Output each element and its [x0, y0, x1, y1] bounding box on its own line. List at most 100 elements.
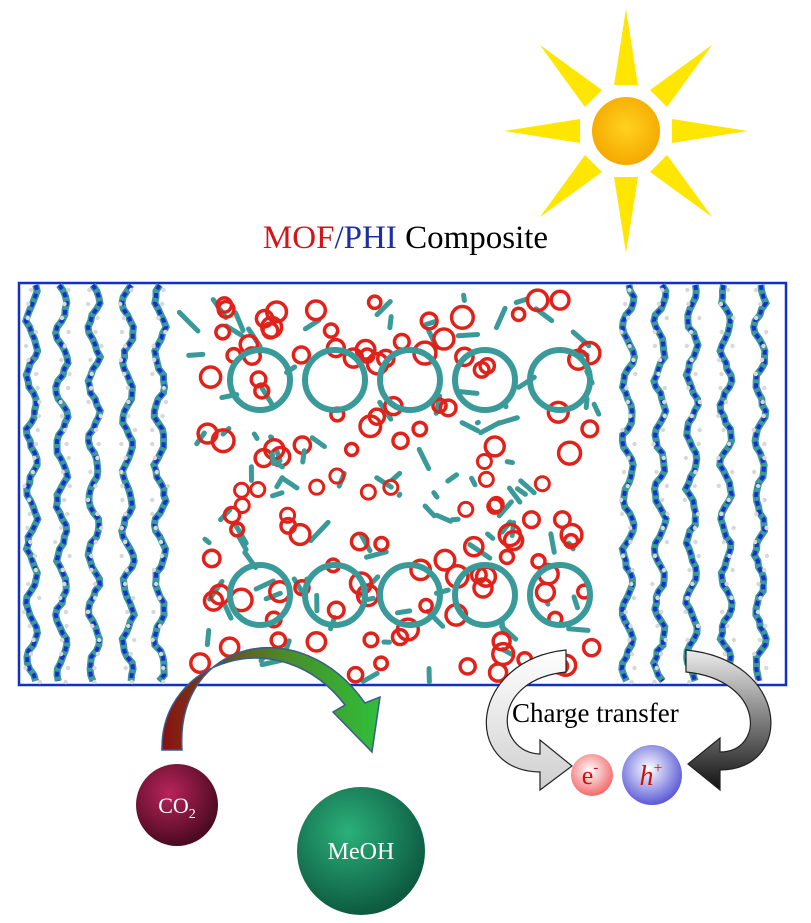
mof-node-ring [525, 288, 550, 313]
hole-label: h+ [639, 760, 662, 792]
mof-node-ring [366, 294, 383, 311]
meoh-label: MeOH [328, 839, 395, 865]
hydrogen-atom [730, 567, 735, 573]
hydrogen-atom [725, 623, 730, 629]
hydrogen-atom [632, 441, 637, 447]
hydrogen-atom [87, 287, 92, 293]
mof-node-ring [546, 400, 570, 424]
phi-chain-nitrogen [619, 284, 637, 682]
charge-transfer-label: Charge transfer [512, 698, 679, 728]
hydrogen-atom [151, 609, 156, 615]
mof-node-ring [454, 346, 475, 368]
phi-chain-nitrogen [651, 283, 669, 683]
mof-node-ring [359, 483, 377, 501]
hydrogen-atom [93, 329, 98, 335]
mof-linker [204, 627, 212, 648]
mof-linker [274, 475, 285, 490]
hydrogen-atom [124, 567, 129, 573]
hydrogen-atom [754, 315, 759, 321]
hydrogen-atom [64, 623, 69, 629]
hydrogen-atom [627, 343, 632, 349]
electron-particle [571, 754, 613, 796]
mof-linker [390, 470, 403, 483]
hydrogen-atom [651, 441, 656, 447]
hydrogen-atom [763, 329, 769, 335]
electron-label: e- [582, 760, 599, 790]
hydrogen-atom [664, 483, 670, 489]
sun-ray [614, 177, 638, 253]
mof-pore [227, 347, 293, 413]
hydrogen-atom [150, 511, 155, 517]
hydrogen-atom [731, 315, 736, 321]
hydrogen-atom [753, 287, 759, 293]
hydrogen-atom [693, 371, 698, 377]
hydrogen-atom [661, 455, 666, 461]
hydrogen-atom [624, 385, 629, 391]
mof-node-ring [483, 435, 506, 458]
mof-node-ring [196, 422, 219, 445]
hydrogen-atom [719, 511, 724, 517]
mof-node-ring [346, 665, 365, 684]
mof-linker [496, 415, 520, 426]
sun-icon [504, 9, 748, 253]
hydrogen-atom [25, 315, 30, 321]
hydrogen-atom [85, 301, 91, 307]
mof-pore [302, 562, 368, 628]
hydrogen-atom [719, 329, 724, 335]
hydrogen-atom [88, 385, 94, 391]
hydrogen-atom [121, 315, 127, 321]
hydrogen-atom [63, 679, 68, 685]
hydrogen-atom [758, 595, 763, 601]
hydrogen-atom [130, 595, 136, 601]
mof-linker [387, 314, 394, 331]
hydrogen-atom [95, 511, 100, 517]
hydrogen-atom [665, 511, 670, 517]
hydrogen-atom [119, 441, 124, 447]
hydrogen-atom [159, 553, 164, 559]
hydrogen-atom [92, 595, 98, 601]
hydrogen-atom [58, 595, 63, 601]
mof-node-ring [293, 578, 311, 597]
mof-node-ring [475, 453, 493, 471]
hydrogen-atom [621, 469, 627, 475]
mof-linker [253, 578, 276, 592]
hydrogen-atom [67, 553, 72, 559]
mof-node-ring [521, 510, 542, 530]
hydrogen-atom [764, 525, 769, 531]
charge-arrow-left [485, 649, 573, 792]
hydrogen-atom [719, 609, 725, 615]
hydrogen-atom [32, 455, 37, 461]
hydrogen-atom [656, 301, 662, 307]
mof-node-ring [487, 495, 505, 513]
mof-linker [396, 491, 403, 498]
mof-node-ring [343, 441, 360, 458]
hydrogen-atom [85, 609, 91, 615]
hydrogen-atom [63, 427, 68, 433]
hydrogen-atom [756, 581, 761, 587]
mof-node-ring [348, 571, 374, 596]
mof-node-ring [373, 535, 390, 553]
hydrogen-atom [723, 399, 729, 405]
mof-linker [364, 549, 389, 560]
mof-node-ring [201, 548, 222, 569]
mof-linker [514, 486, 528, 497]
hydrogen-atom [123, 511, 128, 517]
hydrogen-atom [150, 637, 155, 643]
mof-linker [431, 490, 440, 500]
hydrogen-atom [33, 329, 39, 335]
mof-node-ring [533, 475, 551, 493]
hydrogen-atom [659, 609, 664, 615]
hydrogen-atom [26, 497, 32, 503]
hydrogen-atom [688, 329, 694, 335]
hydrogen-atom [60, 469, 65, 475]
mof-linker [518, 478, 537, 496]
hydrogen-atom [28, 539, 33, 545]
hydrogen-atom [150, 441, 155, 447]
mof-linker [566, 626, 591, 633]
hydrogen-atom [53, 539, 58, 545]
hydrogen-atom [753, 371, 758, 377]
mof-node-ring [581, 637, 602, 658]
hydrogen-atom [120, 497, 125, 503]
hydrogen-atom [132, 637, 137, 643]
mof-node-ring [322, 322, 340, 339]
